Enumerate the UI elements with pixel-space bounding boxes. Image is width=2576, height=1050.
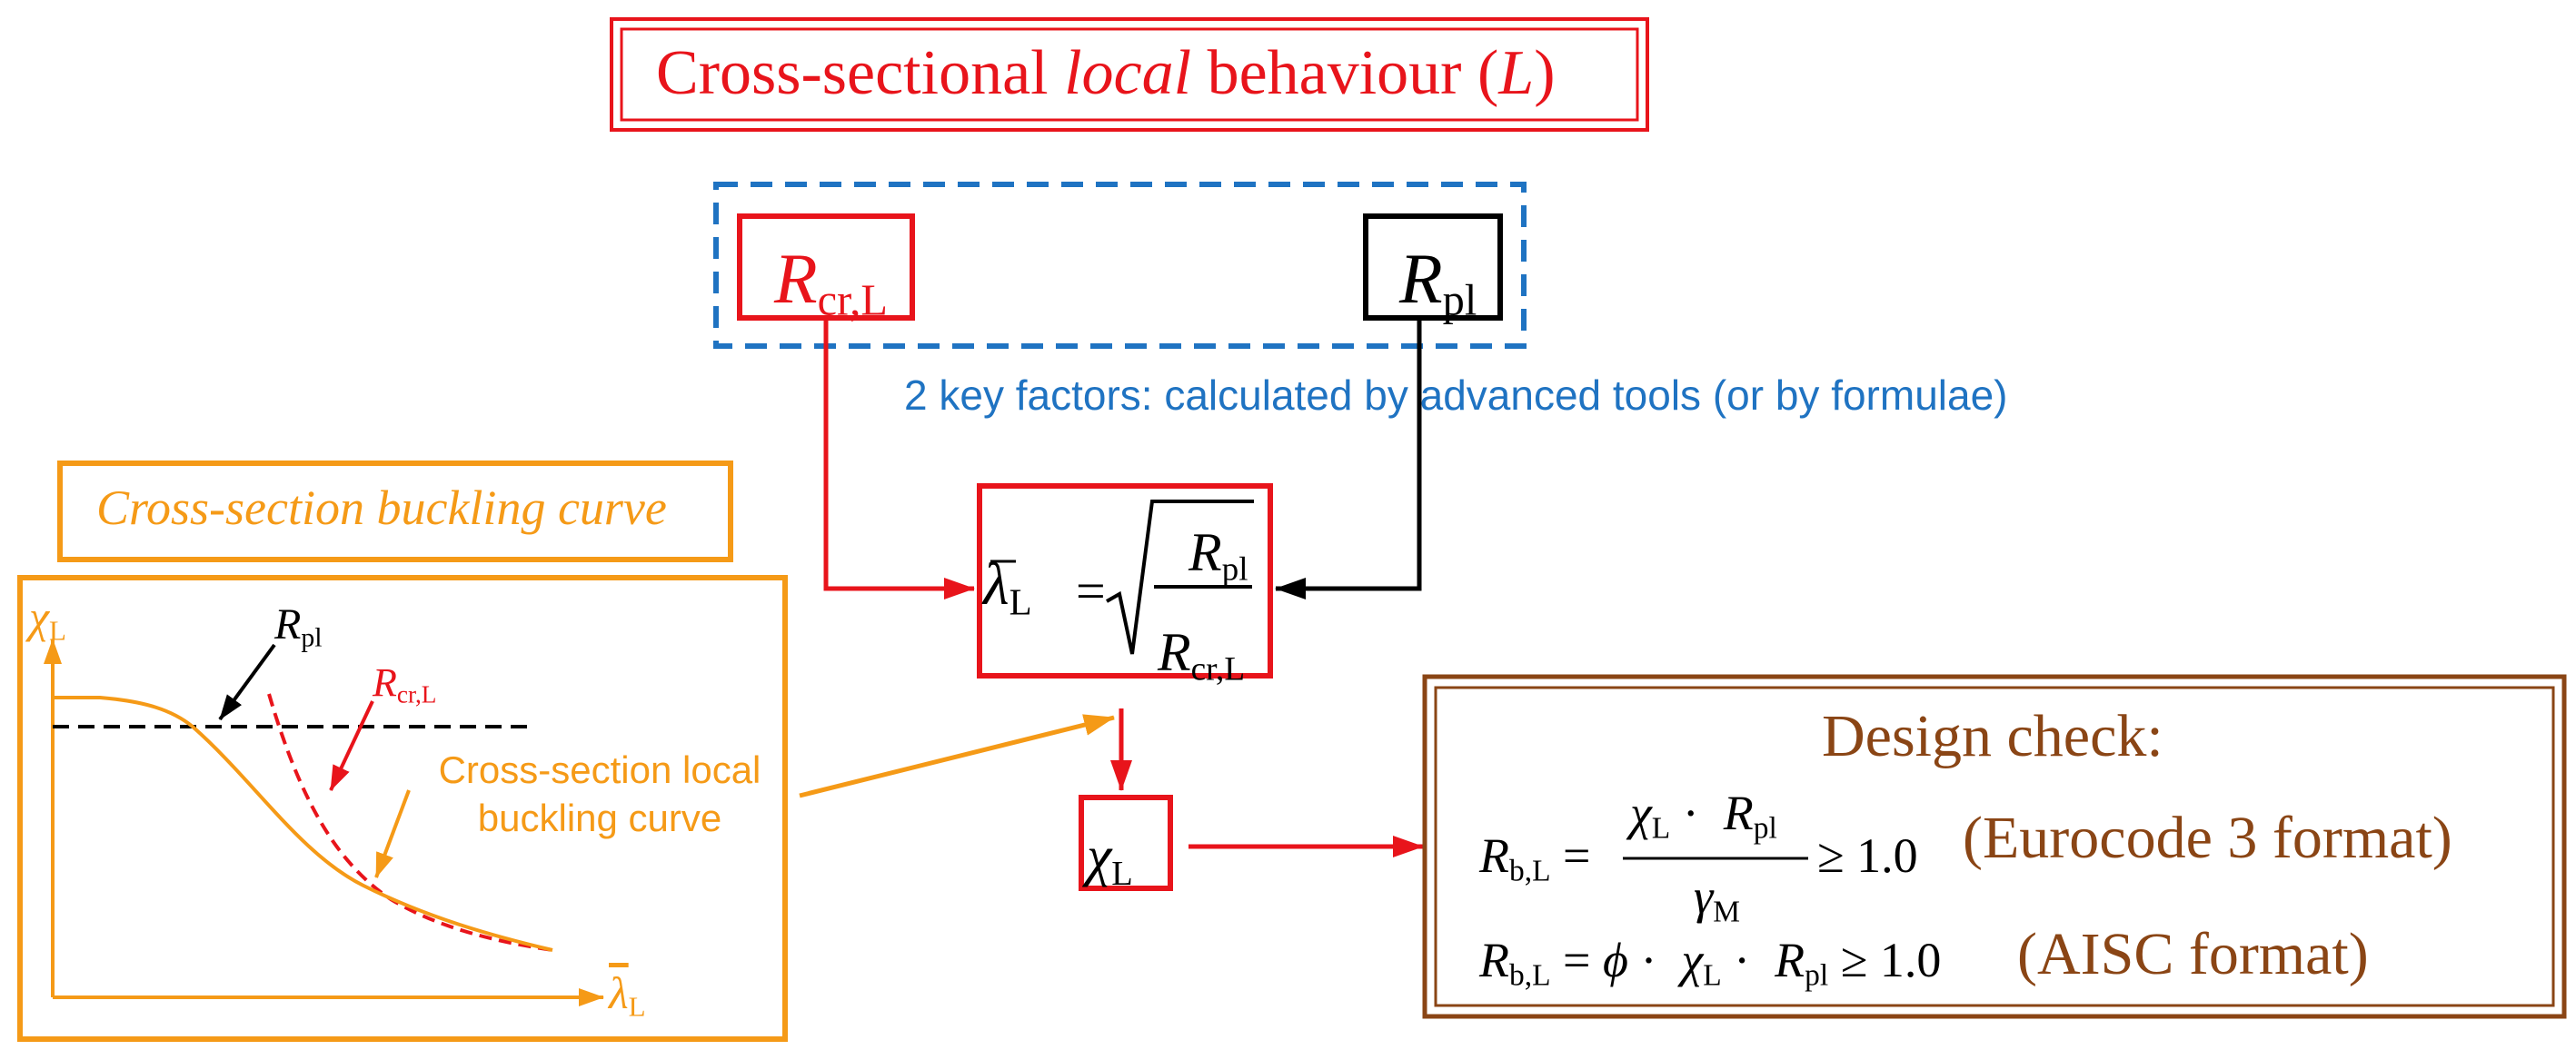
curve-panel — [17, 575, 788, 1042]
rcr-label: Rcr,L — [774, 239, 888, 325]
rcr-pointer — [329, 700, 374, 791]
slenderness-numerator: Rpl — [1189, 522, 1248, 589]
rcr-curve-label: Rcr,L — [373, 660, 437, 708]
x-axis-label: λL — [609, 967, 646, 1023]
rpl-label: Rpl — [1399, 239, 1477, 325]
rpl-curve-label: Rpl — [274, 600, 323, 653]
curve-title-box — [57, 461, 733, 562]
rpl-box — [1363, 213, 1503, 321]
eq1-lhs: Rb,L = — [1479, 828, 1591, 888]
reduction-factor-label: χL — [1087, 826, 1133, 893]
design-check-box — [1422, 674, 2567, 1019]
eq2-expression: Rb,L = ϕ · χL · Rpl ≥ 1.0 — [1479, 933, 1942, 993]
key-factors-note: 2 key factors: calculated by advanced to… — [904, 371, 2008, 419]
rpl-pointer — [218, 643, 276, 721]
title-box — [610, 17, 1649, 132]
eq1-inequality: ≥ 1.0 — [1817, 828, 1918, 883]
slenderness-denominator: Rcr,L — [1158, 622, 1246, 688]
panel-to-slenderness-arrow — [799, 714, 1115, 798]
local-buckling-curve — [53, 696, 553, 952]
sqrt-sign — [1106, 500, 1254, 655]
eq1-format-label: (Eurocode 3 format) — [1963, 805, 2452, 871]
eq1-denominator: γM — [1694, 869, 1741, 929]
curve-label-pointer — [374, 789, 411, 878]
rcr-to-slenderness-arrow — [823, 318, 975, 599]
rpl-to-slenderness-arrow — [1275, 318, 1422, 599]
local-curve-label: Cross-section local buckling curve — [438, 748, 761, 839]
slenderness-equals: = — [1076, 561, 1106, 620]
curve-title: Cross-section buckling curve — [96, 480, 667, 535]
eq1-numerator: χL · Rpl — [1630, 786, 1777, 846]
slenderness-lhs: λL — [983, 551, 1032, 623]
y-axis-label: χL — [29, 591, 66, 647]
slenderness-box — [977, 483, 1273, 679]
eq2-format-label: (AISC format) — [2017, 921, 2369, 987]
rcr-elastic-curve — [267, 693, 553, 952]
chi-box — [1079, 795, 1173, 891]
diagram-title: Cross-sectional local behaviour (L) — [656, 38, 1556, 108]
design-check-title: Design check: — [1822, 703, 2163, 769]
